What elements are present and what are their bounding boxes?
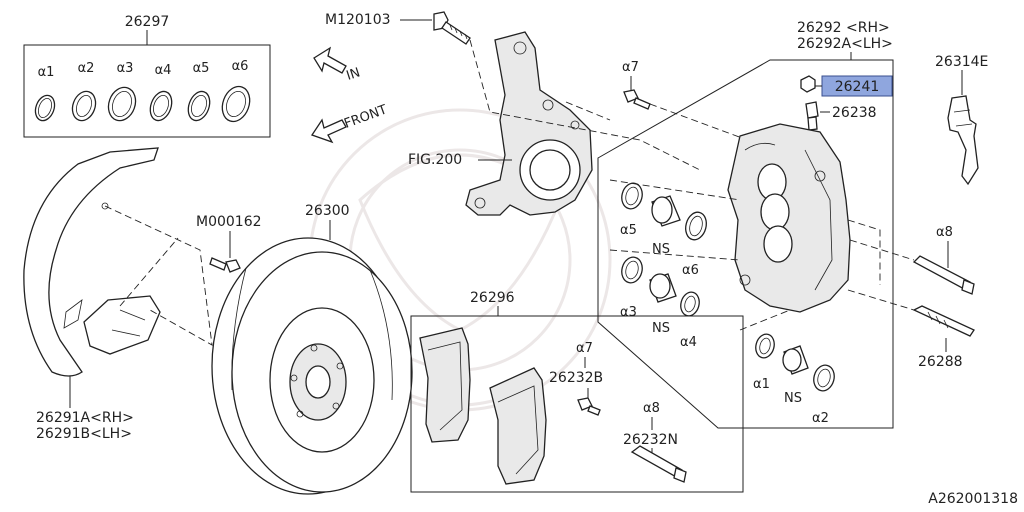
ns3-label: NS — [784, 391, 802, 406]
pin-bottom-label: 26288 — [918, 354, 963, 370]
pad-clip: 26314E — [935, 54, 988, 186]
pad-bolt: α7 26232B — [549, 341, 603, 416]
shield-rh-label: 26291A<RH> — [36, 410, 134, 426]
a6-label: α6 — [682, 263, 699, 278]
kit-seal-rings — [34, 85, 251, 123]
a4-label: α4 — [680, 335, 697, 350]
highlight-label: 26241 — [835, 79, 880, 95]
seal-kit-box: 26297 α1 α2 α3 α4 α5 α6 — [23, 14, 271, 138]
a7-top-label: α7 — [622, 60, 639, 75]
bleeder-screw: 26238 — [805, 101, 877, 176]
in-arrow: IN — [313, 46, 363, 84]
shield-bolt-label: M000162 — [196, 214, 262, 230]
part-26241-highlight[interactable]: 26241 — [812, 75, 893, 97]
caliper-rh-label: 26292 <RH> — [797, 20, 890, 36]
in-arrow-label: IN — [345, 65, 363, 83]
front-arrow-label: FRONT — [342, 102, 389, 131]
bleeder-cap — [800, 75, 816, 93]
brake-pad-inner — [419, 327, 471, 443]
caliper-bolt-a7: α7 — [622, 60, 743, 139]
a8-right-label: α8 — [936, 225, 953, 240]
pads-label: 26296 — [470, 290, 515, 306]
kit-a3-label: α3 — [117, 61, 134, 76]
brake-rotor: 26300 — [211, 203, 413, 495]
a3-label: α3 — [620, 305, 637, 320]
brake-caliper — [727, 123, 851, 313]
kit-a6-label: α6 — [232, 59, 249, 74]
knuckle-bolt: M120103 — [325, 11, 471, 45]
pad-box: 26296 — [410, 290, 744, 493]
kit-a4-label: α4 — [155, 63, 172, 78]
a8-pads-label: α8 — [643, 401, 660, 416]
caliper-box: 26292 <RH> 26292A<LH> — [597, 20, 894, 429]
shield-lh-label: 26291B<LH> — [36, 426, 132, 442]
ns2-label: NS — [652, 321, 670, 336]
shield-bolt: M000162 — [196, 214, 262, 273]
a2-label: α2 — [812, 411, 829, 426]
fig-label: FIG.200 — [408, 152, 462, 168]
pad-pin: α8 26232N — [623, 401, 687, 483]
kit-a2-label: α2 — [78, 61, 95, 76]
piston-set-lower: α3 NS α4 — [620, 256, 700, 350]
clip-label: 26314E — [935, 54, 988, 70]
bleeder-label: 26238 — [832, 105, 877, 121]
a7-pads-label: α7 — [576, 341, 593, 356]
kit-a1-label: α1 — [38, 65, 55, 80]
a5-label: α5 — [620, 223, 637, 238]
kit-label: 26297 — [125, 14, 170, 30]
caliper-pin-a8: α8 — [849, 225, 975, 295]
rotor-label: 26300 — [305, 203, 350, 219]
bolt-top-label: M120103 — [325, 12, 391, 28]
brake-pad-outer — [489, 367, 547, 485]
piston-set-outer: α1 NS α2 — [753, 333, 835, 426]
pad-pin-label: 26232N — [623, 432, 678, 448]
caliper-lh-label: 26292A<LH> — [797, 36, 893, 52]
kit-a5-label: α5 — [193, 61, 210, 76]
pad-bolt-label: 26232B — [549, 370, 603, 386]
guide-pin: 26288 — [847, 289, 975, 370]
steering-knuckle: FIG.200 — [408, 31, 593, 216]
dust-shield: 26291A<RH> 26291B<LH> — [23, 147, 213, 442]
a1-label: α1 — [753, 377, 770, 392]
diagram-id: A262001318 — [928, 491, 1018, 507]
